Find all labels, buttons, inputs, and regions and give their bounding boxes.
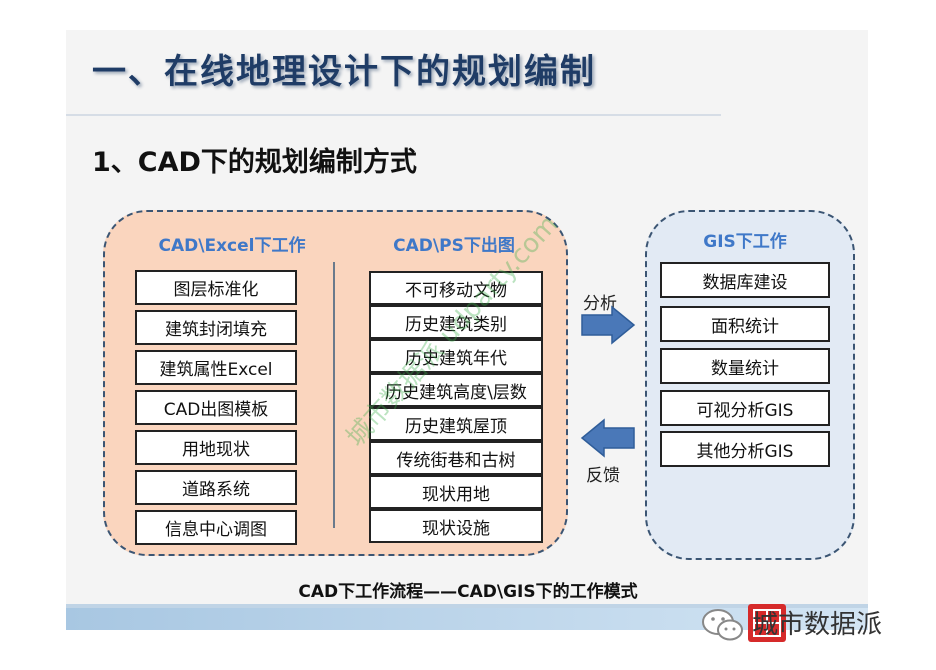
right-arrow-icon — [581, 305, 636, 345]
brand-name: 城市数据派 — [752, 610, 883, 640]
gis-heading: GIS下工作 — [703, 232, 787, 252]
cad-ps-item: 不可移动文物 — [369, 271, 543, 305]
column-divider — [333, 262, 335, 528]
gis-item: 数量统计 — [660, 348, 830, 384]
cad-excel-item: 建筑属性Excel — [135, 350, 297, 385]
cad-ps-item: 历史建筑年代 — [369, 339, 543, 373]
cad-ps-item: 历史建筑高度\层数 — [369, 373, 543, 407]
gis-item: 可视分析GIS — [660, 390, 830, 426]
gis-item: 其他分析GIS — [660, 431, 830, 467]
cad-excel-item: 图层标准化 — [135, 270, 297, 305]
gis-item: 数据库建设 — [660, 262, 830, 298]
cad-excel-heading: CAD\Excel下工作 — [158, 236, 306, 256]
page-title: 一、在线地理设计下的规划编制 — [92, 52, 596, 92]
feedback-label: 反馈 — [586, 466, 620, 486]
gis-item: 面积统计 — [660, 306, 830, 342]
diagram-caption: CAD下工作流程——CAD\GIS下的工作模式 — [298, 582, 638, 602]
left-arrow-icon — [580, 418, 635, 458]
title-divider — [66, 114, 721, 116]
wechat-icon — [702, 609, 743, 641]
cad-excel-item: 信息中心调图 — [135, 510, 297, 545]
cad-ps-item: 现状设施 — [369, 509, 543, 543]
cad-ps-item: 历史建筑类别 — [369, 305, 543, 339]
cad-ps-item: 历史建筑屋顶 — [369, 407, 543, 441]
footer-bar — [66, 608, 868, 630]
cad-ps-heading: CAD\PS下出图 — [393, 236, 515, 256]
cad-ps-item: 传统街巷和古树 — [369, 441, 543, 475]
footer-stripe — [66, 604, 868, 608]
cad-excel-item: CAD出图模板 — [135, 390, 297, 425]
cad-excel-item: 用地现状 — [135, 430, 297, 465]
analyze-label: 分析 — [583, 294, 617, 314]
brand-logo — [702, 604, 786, 642]
city-seal-icon — [748, 604, 786, 642]
cad-ps-item: 现状用地 — [369, 475, 543, 509]
cad-excel-item: 道路系统 — [135, 470, 297, 505]
section-subtitle: 1、CAD下的规划编制方式 — [92, 147, 417, 178]
cad-excel-item: 建筑封闭填充 — [135, 310, 297, 345]
